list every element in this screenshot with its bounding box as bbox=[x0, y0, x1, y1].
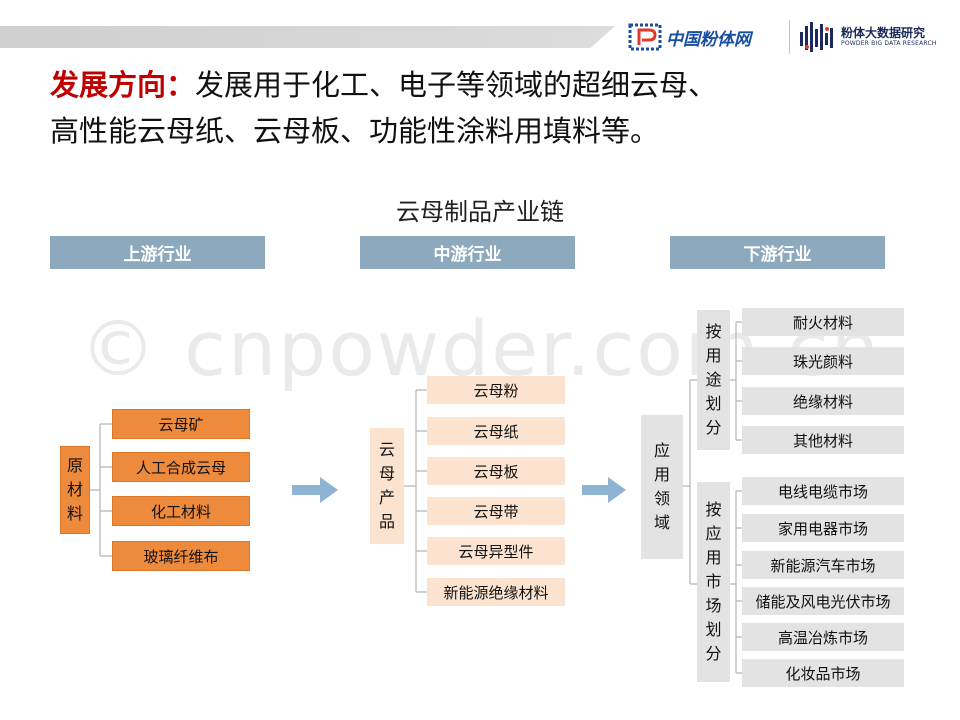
upstream-item: 人工合成云母 bbox=[112, 452, 250, 482]
headline-highlight: 发展方向： bbox=[50, 68, 196, 102]
downstream-use-item: 珠光颜料 bbox=[742, 347, 904, 375]
powder-bigdata-logo-en: POWDER BIG DATA RESEARCH bbox=[841, 40, 937, 47]
top-decor-bar bbox=[0, 26, 615, 48]
downstream-use-item: 绝缘材料 bbox=[742, 387, 904, 415]
arrow-right-icon bbox=[582, 477, 626, 503]
midstream-item: 云母板 bbox=[427, 457, 565, 485]
by-use-label-char: 按 bbox=[705, 322, 722, 341]
downstream-group-char: 领 bbox=[653, 489, 670, 508]
diagram-title: 云母制品产业链 bbox=[396, 198, 564, 226]
downstream-market-item: 新能源汽车市场 bbox=[742, 551, 904, 579]
stage-upstream: 上游行业 bbox=[50, 236, 265, 269]
by-use-label-char: 用 bbox=[705, 346, 722, 365]
by-use-label-char: 划 bbox=[705, 394, 722, 413]
downstream-by-market-label: 按 应 用 市 场 划 分 bbox=[697, 482, 730, 682]
by-market-label-char: 按 bbox=[705, 500, 722, 519]
stage-downstream: 下游行业 bbox=[670, 236, 885, 269]
downstream-group-application-fields: 应 用 领 域 bbox=[641, 415, 683, 559]
midstream-item: 云母粉 bbox=[427, 376, 565, 404]
by-market-label-char: 分 bbox=[705, 644, 722, 663]
headline-line2: 高性能云母纸、云母板、功能性涂料用填料等。 bbox=[50, 114, 660, 148]
midstream-item: 云母纸 bbox=[427, 417, 565, 445]
stage-midstream: 中游行业 bbox=[360, 236, 575, 269]
midstream-item: 云母异型件 bbox=[427, 537, 565, 565]
upstream-group-char: 原 bbox=[66, 456, 83, 475]
downstream-market-item: 高温冶炼市场 bbox=[742, 623, 904, 651]
downstream-group-char: 用 bbox=[653, 465, 670, 484]
midstream-item: 云母带 bbox=[427, 497, 565, 525]
logo-separator bbox=[789, 20, 790, 54]
arrow-right-icon bbox=[292, 477, 338, 503]
downstream-market-item: 家用电器市场 bbox=[742, 514, 904, 542]
downstream-market-item: 电线电缆市场 bbox=[742, 477, 904, 505]
cnpowder-logo-text: 中国粉体网 bbox=[666, 29, 751, 50]
powder-bigdata-logo: 粉体大数据研究 POWDER BIG DATA RESEARCH bbox=[798, 18, 948, 56]
downstream-use-item: 耐火材料 bbox=[742, 308, 904, 336]
cnpowder-logo-icon bbox=[628, 23, 662, 51]
cnpowder-logo: 中国粉体网 bbox=[628, 20, 778, 54]
upstream-item: 云母矿 bbox=[112, 409, 250, 439]
downstream-group-char: 域 bbox=[653, 513, 670, 532]
by-market-label-char: 场 bbox=[705, 596, 722, 615]
downstream-market-item: 化妆品市场 bbox=[742, 659, 904, 687]
by-use-label-char: 分 bbox=[705, 418, 722, 437]
powder-bigdata-logo-cn: 粉体大数据研究 bbox=[841, 26, 926, 40]
midstream-group-char: 品 bbox=[378, 512, 395, 531]
midstream-group-char: 云 bbox=[378, 440, 395, 459]
midstream-group-char: 母 bbox=[378, 464, 395, 483]
downstream-group-char: 应 bbox=[653, 441, 670, 460]
midstream-group-mica-products: 云 母 产 品 bbox=[370, 428, 404, 544]
by-market-label-char: 用 bbox=[705, 548, 722, 567]
bar-chart-logo-icon bbox=[800, 22, 833, 52]
upstream-group-raw-materials: 原 材 料 bbox=[60, 446, 90, 534]
by-market-label-char: 市 bbox=[705, 572, 722, 591]
upstream-group-char: 材 bbox=[66, 480, 83, 499]
upstream-group-char: 料 bbox=[66, 504, 83, 523]
upstream-item: 化工材料 bbox=[112, 496, 250, 526]
downstream-by-use-label: 按 用 途 划 分 bbox=[697, 310, 730, 450]
upstream-item: 玻璃纤维布 bbox=[112, 541, 250, 571]
headline: 发展方向：发展用于化工、电子等领域的超细云母、 高性能云母纸、云母板、功能性涂料… bbox=[50, 62, 930, 154]
midstream-item: 新能源绝缘材料 bbox=[427, 578, 565, 606]
by-market-label-char: 划 bbox=[705, 620, 722, 639]
by-market-label-char: 应 bbox=[705, 524, 722, 543]
downstream-use-item: 其他材料 bbox=[742, 426, 904, 454]
midstream-group-char: 产 bbox=[378, 488, 395, 507]
by-use-label-char: 途 bbox=[705, 370, 722, 389]
headline-line1-text: 发展用于化工、电子等领域的超细云母、 bbox=[195, 68, 718, 102]
downstream-market-item: 储能及风电光伏市场 bbox=[742, 587, 904, 615]
headline-line1: 发展方向：发展用于化工、电子等领域的超细云母、 bbox=[50, 62, 930, 108]
